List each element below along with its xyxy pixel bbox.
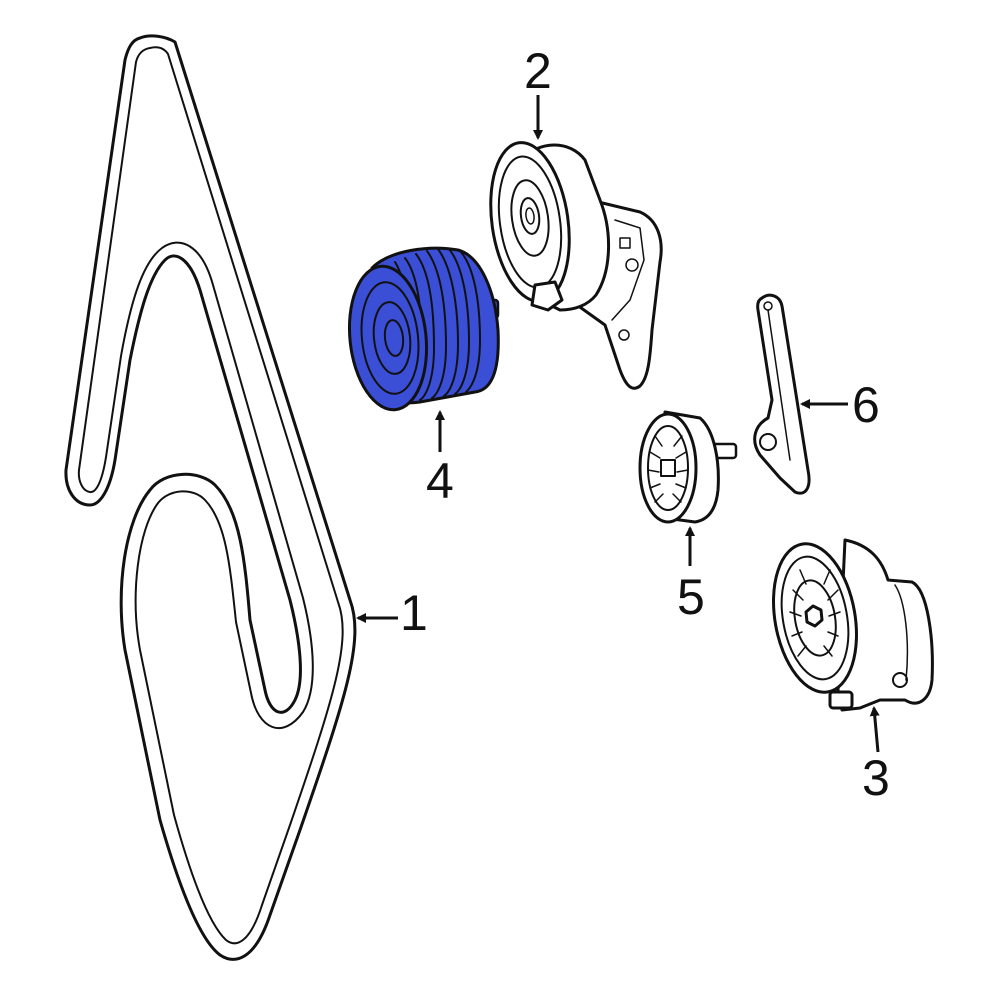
idler-pulley[interactable] (638, 410, 738, 524)
serpentine-belt[interactable] (64, 34, 357, 961)
callout-1: 1 (400, 585, 428, 641)
grooved-pulley-highlighted[interactable] (343, 246, 500, 413)
callout-arrows (356, 95, 880, 753)
callout-4: 4 (426, 453, 454, 509)
upper-tensioner-assembly[interactable] (481, 137, 663, 390)
callout-5: 5 (677, 569, 705, 625)
callout-3: 3 (862, 750, 890, 806)
callout-2: 2 (524, 43, 552, 99)
callout-6: 6 (852, 377, 880, 433)
idler-bracket[interactable] (753, 293, 811, 495)
lower-tensioner-assembly[interactable] (763, 537, 934, 712)
arrow-3 (869, 706, 880, 753)
